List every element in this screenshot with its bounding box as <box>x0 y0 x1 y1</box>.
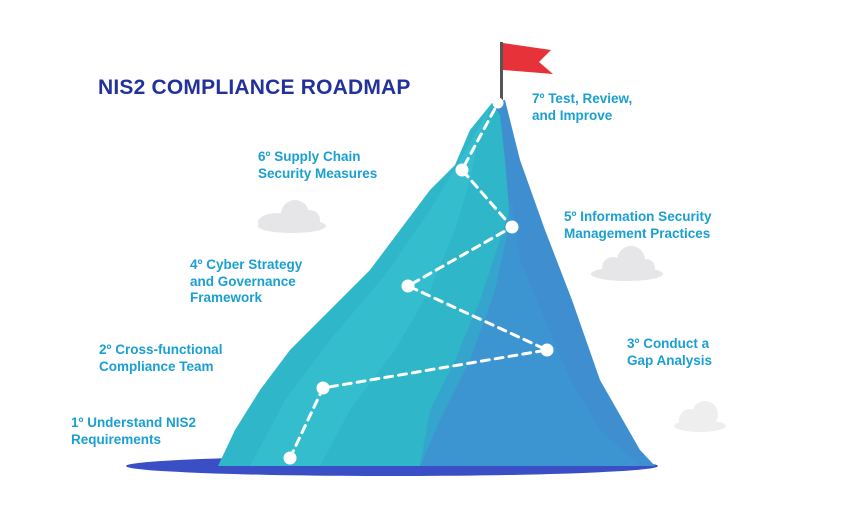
cloud-icon <box>258 200 326 233</box>
cloud-icon <box>674 401 726 432</box>
step-label-3: 3º Conduct a Gap Analysis <box>627 336 712 369</box>
step-label-line: 6º Supply Chain <box>258 149 361 164</box>
mountain-left-face <box>218 103 510 466</box>
step-label-line: Requirements <box>71 431 162 447</box>
step-label-7: 7º Test, Review, and Improve <box>532 91 632 124</box>
flag-icon <box>500 42 553 104</box>
step-marker-7 <box>492 97 504 109</box>
step-label-4: 4º Cyber Strategy and Governance Framewo… <box>190 257 302 307</box>
step-marker-4 <box>401 279 415 293</box>
step-label-line: 5º Information Security <box>564 209 712 224</box>
step-label-line: 7º Test, Review, <box>532 91 633 106</box>
step-label-line: 1º Understand NIS2 <box>71 415 196 430</box>
mountain-facet <box>250 103 492 466</box>
step-label-5: 5º Information Security Management Pract… <box>564 209 711 242</box>
step-label-line: 2º Cross-functional <box>99 342 223 357</box>
step-markers <box>283 97 554 465</box>
step-label-line: Compliance Team <box>99 358 214 374</box>
step-label-line: and Governance <box>190 273 296 289</box>
step-label-line: 4º Cyber Strategy <box>190 257 303 272</box>
step-label-1: 1º Understand NIS2 Requirements <box>71 415 196 448</box>
step-marker-3 <box>540 343 554 357</box>
step-label-line: 3º Conduct a <box>627 336 710 351</box>
step-label-2: 2º Cross-functional Compliance Team <box>99 342 222 375</box>
step-marker-2 <box>316 381 330 395</box>
step-marker-6 <box>455 163 469 177</box>
cloud-icon <box>591 246 663 281</box>
step-marker-1 <box>283 451 297 465</box>
step-label-line: and Improve <box>532 107 613 123</box>
page-title: NIS2 COMPLIANCE ROADMAP <box>98 76 411 99</box>
step-marker-5 <box>505 220 519 234</box>
step-label-line: Gap Analysis <box>627 352 713 368</box>
step-label-6: 6º Supply Chain Security Measures <box>258 149 377 182</box>
step-label-line: Framework <box>190 290 263 305</box>
mountain-facet <box>420 200 640 466</box>
step-label-line: Management Practices <box>564 225 711 241</box>
step-label-line: Security Measures <box>258 165 378 181</box>
